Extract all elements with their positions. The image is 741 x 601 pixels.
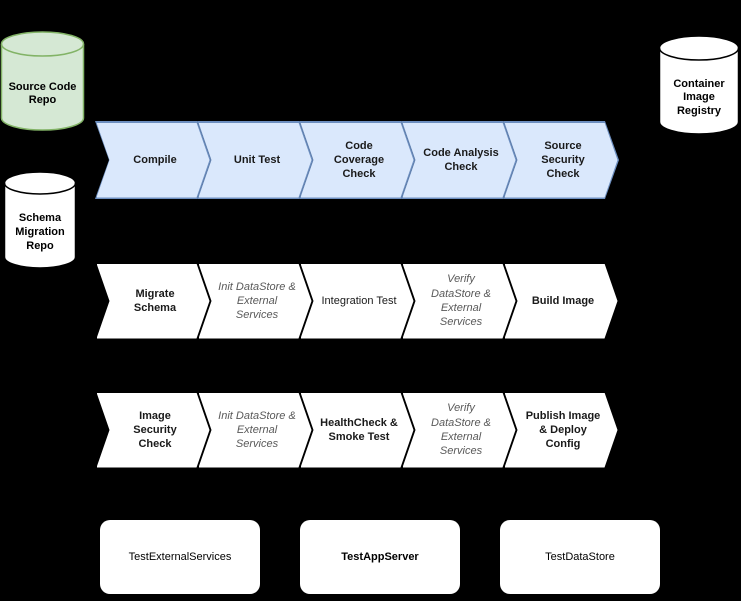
cylinder-source-code-repo: Source Code Repo: [0, 30, 85, 132]
step-label: Verify DataStore & External Services: [431, 402, 491, 458]
step-code-analysis-check: Code Analysis Check: [401, 121, 517, 199]
chevron-fill: [505, 264, 618, 339]
step-build-image: Build Image: [503, 262, 619, 340]
step-integration-test: Integration Test: [299, 262, 415, 340]
step-healthcheck-smoke-test: HealthCheck & Smoke Test: [299, 391, 415, 469]
pipeline-row-deploy: Image Security Check Init DataStore & Ex…: [95, 391, 619, 469]
step-label: Integration Test: [321, 294, 397, 307]
chevron-fill: [97, 264, 210, 339]
step-verify-datastore-external-services: Verify DataStore & External Services: [401, 391, 517, 469]
chevron-fill: [199, 123, 312, 198]
chevron-fill: [505, 393, 618, 468]
chevron-fill: [403, 264, 516, 339]
database-cylinder-icon: [658, 35, 740, 135]
schema-migration-repo-label: Schema Migration Repo: [15, 212, 65, 252]
chevron-fill: [97, 393, 210, 468]
step-label: Init DataStore & External Services: [218, 409, 296, 451]
chevron-fill: [403, 393, 516, 468]
step-source-security-check: Source Security Check: [503, 121, 619, 199]
step-init-datastore-external-services: Init DataStore & External Services: [197, 262, 313, 340]
step-image-security-check: Image Security Check: [95, 391, 211, 469]
database-cylinder-icon: [0, 31, 85, 131]
chevron-fill: [301, 393, 414, 468]
chevron-fill: [97, 123, 210, 198]
step-label: HealthCheck & Smoke Test: [320, 416, 398, 443]
test-node-testexternalservices: TestExternalServices: [100, 520, 260, 594]
container-image-registry-label: Container Image Registry: [673, 77, 725, 118]
cylinder-schema-migration-repo: Schema Migration Repo: [3, 170, 77, 270]
chevron-fill: [199, 264, 312, 339]
step-label: Image Security Check: [133, 409, 177, 451]
step-label: Publish Image & Deploy Config: [525, 409, 601, 451]
database-cylinder-icon: [3, 171, 77, 269]
chevron-fill: [505, 123, 618, 198]
chevron-fill: [403, 123, 516, 198]
step-label: Compile: [133, 153, 177, 166]
step-label: Code Analysis Check: [423, 146, 499, 173]
step-unit-test: Unit Test: [197, 121, 313, 199]
chevron-fill: [301, 264, 414, 339]
step-compile: Compile: [95, 121, 211, 199]
step-label: Unit Test: [233, 153, 281, 166]
pipeline-row-build: Compile Unit Test Code Coverage Check Co…: [95, 121, 619, 199]
chevron-fill: [301, 123, 414, 198]
chevron-fill: [199, 393, 312, 468]
step-label: Source Security Check: [541, 139, 585, 181]
step-label: Verify DataStore & External Services: [431, 273, 491, 329]
pipeline-row-integration: Migrate Schema Init DataStore & External…: [95, 262, 619, 340]
test-node-testdatastore: TestDataStore: [500, 520, 660, 594]
step-label: Code Coverage Check: [333, 139, 385, 181]
source-code-repo-label: Source Code Repo: [8, 80, 77, 107]
step-migrate-schema: Migrate Schema: [95, 262, 211, 340]
step-code-coverage-check: Code Coverage Check: [299, 121, 415, 199]
step-label: Migrate Schema: [133, 287, 177, 314]
step-label: Init DataStore & External Services: [218, 280, 296, 322]
step-publish-image-deploy-config: Publish Image & Deploy Config: [503, 391, 619, 469]
step-init-datastore-external-services: Init DataStore & External Services: [197, 391, 313, 469]
test-node-testappserver: TestAppServer: [300, 520, 460, 594]
step-label: Build Image: [531, 294, 595, 307]
cylinder-container-image-registry: Container Image Registry: [658, 34, 740, 136]
step-verify-datastore-external-services: Verify DataStore & External Services: [401, 262, 517, 340]
